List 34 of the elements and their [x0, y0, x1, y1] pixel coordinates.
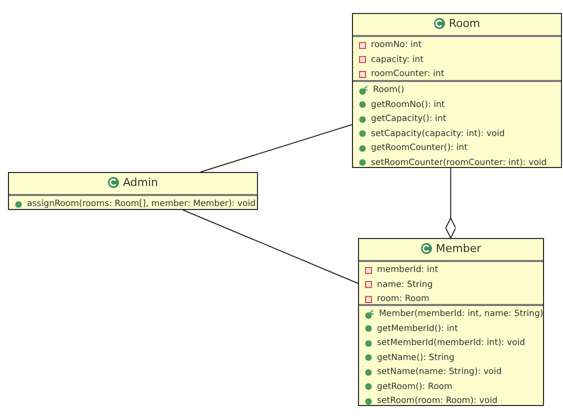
- method-compartment: [359, 304, 543, 406]
- method-text: setMemberId(memberId: int): void: [377, 338, 526, 348]
- attribute-text: capacity: int: [371, 54, 424, 65]
- method-text: getName(): String: [377, 352, 454, 363]
- method-text: setRoom(room: Room): void: [377, 396, 498, 406]
- attribute-compartment: [359, 260, 543, 304]
- method-compartment: [353, 80, 561, 168]
- class-box: [358, 238, 544, 406]
- attribute-text: room: Room: [377, 294, 430, 304]
- method-compartment: [9, 194, 257, 210]
- class-name: Room: [448, 17, 480, 30]
- attribute-text: name: String: [377, 280, 433, 290]
- aggregation-line: [445, 168, 456, 238]
- association-line: [200, 124, 352, 172]
- method-text: Member(memberId: int, name: String): [379, 309, 544, 320]
- class-box: [352, 13, 562, 168]
- attribute-text: roomNo: int: [371, 40, 422, 50]
- method-text: assignRoom(rooms: Room[], member: Member): void: [27, 199, 256, 210]
- association-line: [182, 210, 358, 284]
- class-box: [8, 172, 258, 210]
- method-text: setName(name: String): void: [377, 367, 502, 378]
- method-text: setCapacity(capacity: int): void: [371, 128, 505, 139]
- class-name: Admin: [122, 176, 158, 189]
- method-text: Room(): [373, 85, 404, 96]
- attribute-text: memberId: int: [377, 265, 438, 276]
- method-text: setRoomCounter(roomCounter: int): void: [371, 158, 547, 168]
- method-text: getCapacity(): int: [371, 114, 446, 124]
- method-text: getRoom(): Room: [377, 382, 452, 392]
- method-text: getRoomCounter(): int: [371, 143, 468, 154]
- attribute-text: roomCounter: int: [371, 69, 444, 80]
- method-text: getRoomNo(): int: [371, 100, 445, 110]
- attribute-compartment: [353, 35, 561, 80]
- method-text: getMemberId(): int: [377, 324, 458, 334]
- class-name: Member: [436, 242, 482, 255]
